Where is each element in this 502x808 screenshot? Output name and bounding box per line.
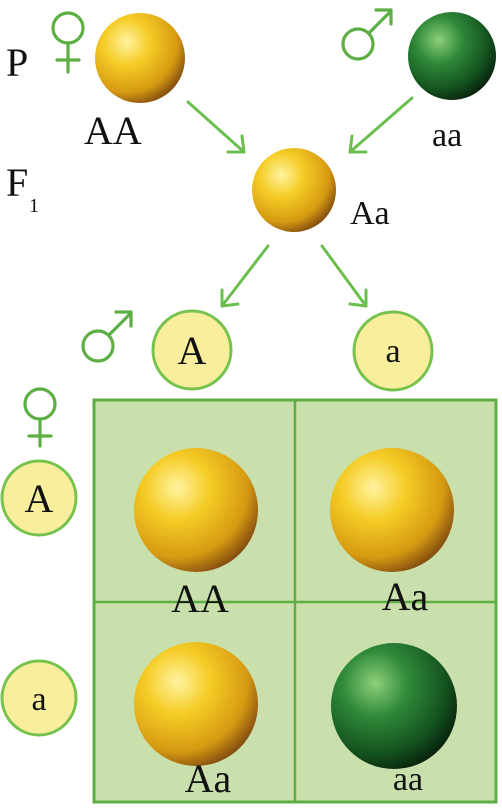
offspring-pea-yellow <box>330 448 454 572</box>
arrow-f1-to-gamete-a-recessive <box>320 244 368 308</box>
offspring-pea-yellow <box>134 448 258 572</box>
arrow-male-to-f1 <box>348 96 414 154</box>
offspring-genotype-4: aa <box>393 761 423 798</box>
parent-male-genotype: aa <box>432 117 462 154</box>
female-gamete-recessive-label: a <box>31 681 46 718</box>
male-symbol-icon <box>81 310 133 363</box>
parent-pea-yellow <box>95 13 185 103</box>
offspring-genotype-2: Aa <box>382 574 429 619</box>
male-gamete-recessive-label: a <box>385 333 400 370</box>
offspring-pea-green <box>331 643 457 769</box>
male-gamete-dominant <box>151 309 233 391</box>
f1-pea-yellow <box>252 148 336 232</box>
male-symbol-icon <box>341 8 393 61</box>
female-gamete-dominant-label: A <box>25 476 54 521</box>
f1-subscript: 1 <box>29 195 39 217</box>
arrow-female-to-f1 <box>186 100 246 154</box>
f1-label: F <box>6 160 28 205</box>
parental-label: P <box>6 40 28 85</box>
female-gamete-recessive <box>0 659 78 737</box>
offspring-genotype-1: AA <box>171 576 229 621</box>
female-symbol-icon <box>23 387 57 448</box>
arrow-f1-to-gamete-a-dominant <box>220 244 270 308</box>
f1-genotype: Aa <box>350 195 390 232</box>
offspring-pea-yellow <box>134 642 258 766</box>
parent-female-genotype: AA <box>84 108 142 153</box>
male-gamete-recessive <box>352 310 434 392</box>
male-gamete-dominant-label: A <box>178 328 207 373</box>
parent-pea-green <box>408 12 496 100</box>
female-gamete-dominant <box>0 459 78 537</box>
female-symbol-icon <box>51 11 85 74</box>
offspring-genotype-3: Aa <box>185 756 232 801</box>
